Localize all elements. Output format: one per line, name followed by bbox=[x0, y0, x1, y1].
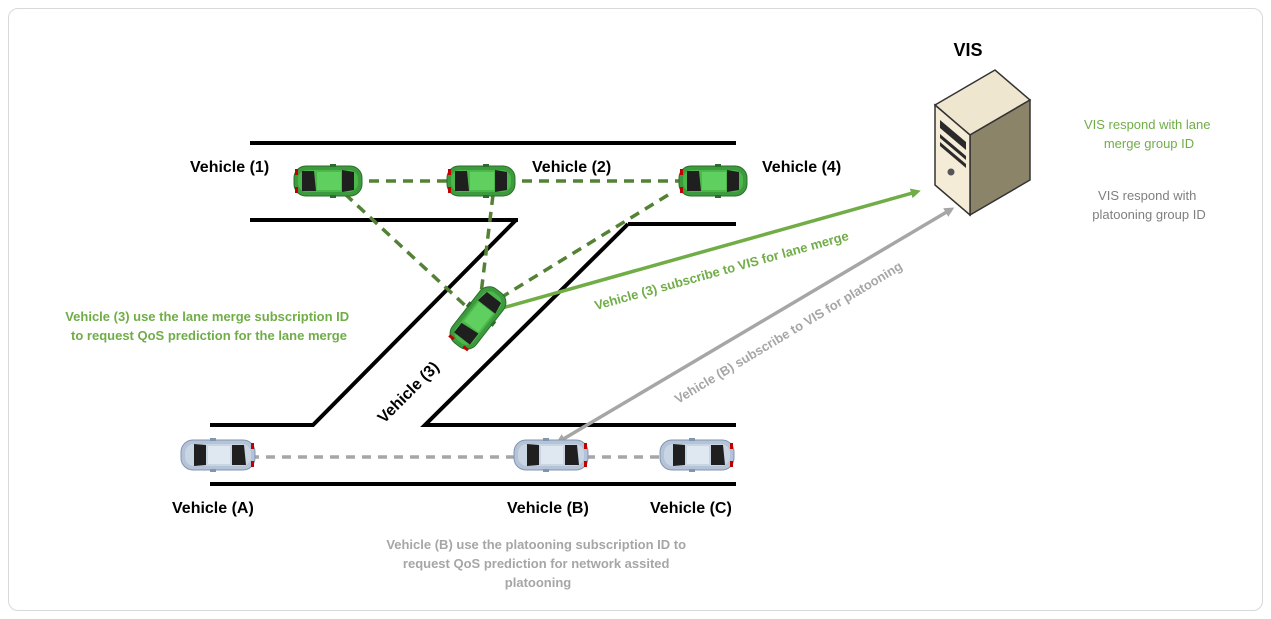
vehicle-b-car-icon bbox=[513, 437, 589, 473]
lane-merge-qos-note: Vehicle (3) use the lane merge subscript… bbox=[65, 309, 353, 343]
vehicle-b-label: Vehicle (B) bbox=[507, 500, 589, 517]
lane-merge-response: VIS respond with lane merge group ID bbox=[1084, 117, 1214, 151]
vehicle-a-label: Vehicle (A) bbox=[172, 500, 254, 517]
vehicle-c-car-icon bbox=[659, 437, 735, 473]
platooning-response: VIS respond with platooning group ID bbox=[1092, 188, 1205, 222]
vehicle-2-label: Vehicle (2) bbox=[532, 159, 611, 176]
vehicle-4-car-icon bbox=[678, 163, 748, 199]
platooning-subscribe-arrow bbox=[555, 207, 955, 444]
vehicle-3-car-icon bbox=[443, 280, 513, 356]
vehicle-4-label: Vehicle (4) bbox=[762, 159, 841, 176]
vehicle-c-label: Vehicle (C) bbox=[650, 500, 732, 517]
vehicle-a-car-icon bbox=[180, 437, 256, 473]
vis-title: VIS bbox=[953, 40, 982, 60]
platooning-qos-note: Vehicle (B) use the platooning subscript… bbox=[386, 537, 689, 590]
server-tower-icon bbox=[933, 69, 1032, 217]
vehicle-2-car-icon bbox=[446, 163, 516, 199]
vehicle-1-car-icon bbox=[293, 163, 363, 199]
vehicle-1-label: Vehicle (1) bbox=[190, 159, 269, 176]
